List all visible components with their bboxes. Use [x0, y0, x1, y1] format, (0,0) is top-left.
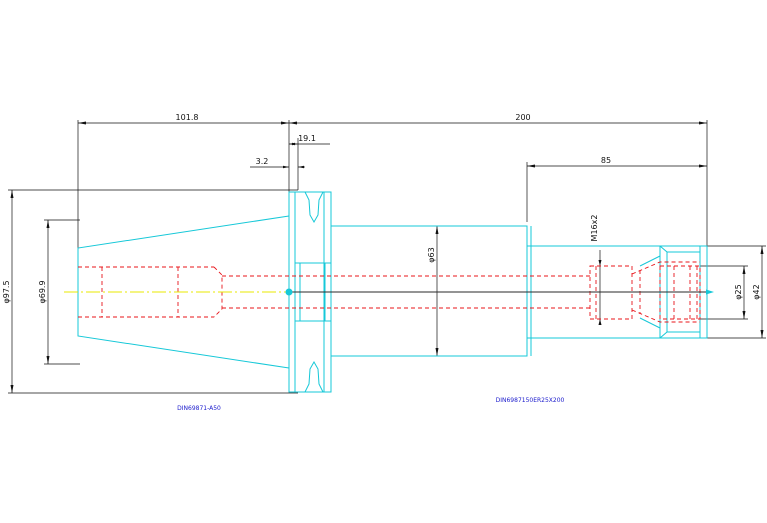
origin-marker	[285, 288, 293, 296]
part-label-left: DIN69871-A50	[177, 405, 221, 412]
dim-thread-m16: M16x2	[590, 215, 599, 242]
dim-dia-97-5: φ97.5	[2, 280, 11, 303]
dim-dia-69-9: φ69.9	[38, 280, 47, 303]
dimension-lines	[8, 120, 766, 394]
dim-19-1: 19.1	[298, 134, 316, 143]
dim-85: 85	[601, 156, 611, 165]
dimension-texts: 101.8 200 19.1 3.2 85 φ97.5 φ69.9 φ63 M1…	[2, 113, 761, 304]
part-label-right: DIN6987150ER25X200	[496, 397, 565, 404]
centerline	[64, 288, 714, 296]
dim-3-2: 3.2	[256, 157, 269, 166]
dimension-arrows	[10, 121, 764, 393]
axis-arrow	[706, 289, 714, 295]
part-labels: DIN69871-A50 DIN6987150ER25X200	[177, 397, 564, 412]
dim-200: 200	[515, 113, 530, 122]
dim-dia-63: φ63	[427, 247, 436, 262]
dim-dia-25: φ25	[734, 284, 743, 299]
dim-101-8: 101.8	[176, 113, 199, 122]
dim-dia-42: φ42	[752, 284, 761, 299]
body-63	[331, 225, 528, 357]
